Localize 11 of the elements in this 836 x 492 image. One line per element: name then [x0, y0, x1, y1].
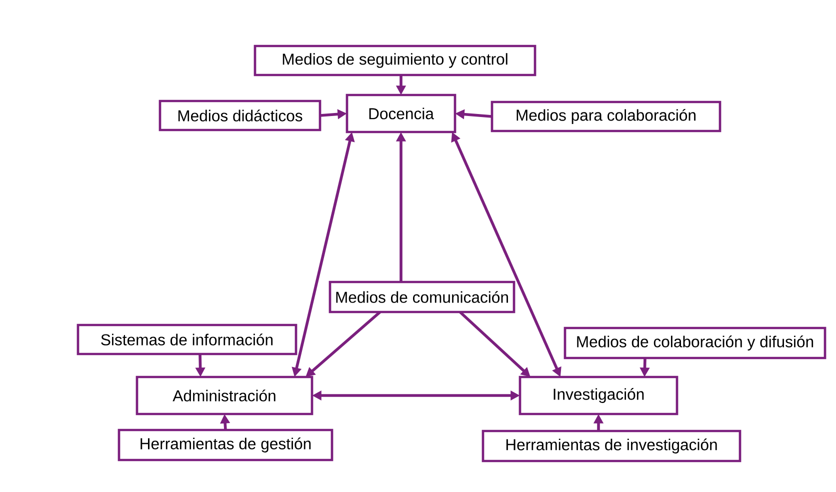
concept-box: Herramientas de investigación [482, 430, 742, 462]
concept-box: Administración [136, 376, 314, 416]
concept-box: Medios de seguimiento y control [254, 44, 536, 76]
concept-box: Medios didácticos [158, 100, 322, 132]
concept-box: Medios de colaboración y difusión [564, 326, 826, 360]
concept-box: Sistemas de información [76, 324, 298, 356]
concept-box: Docencia [346, 94, 456, 134]
concept-box: Medios para colaboración [490, 100, 722, 132]
concept-box: Herramientas de gestión [118, 428, 334, 462]
concept-box: Medios de comunicación [328, 280, 516, 314]
concept-box: Investigación [518, 376, 678, 416]
